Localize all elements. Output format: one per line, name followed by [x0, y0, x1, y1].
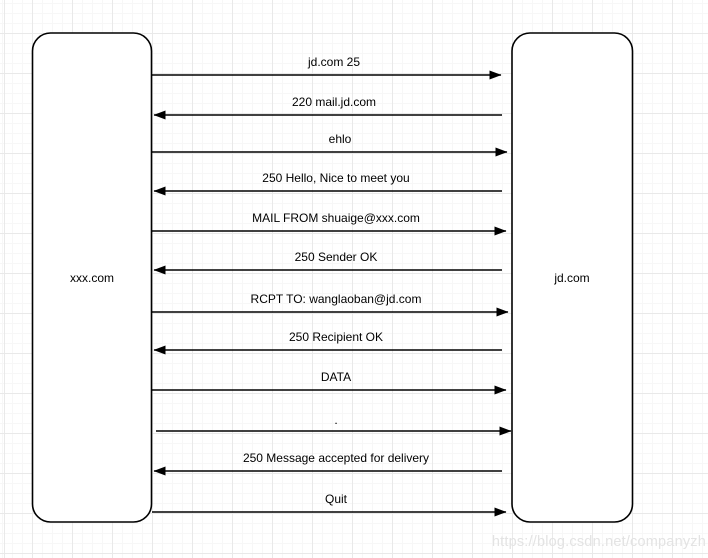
- message-3: ehlo: [152, 132, 508, 157]
- actor-label-xxx-com: xxx.com: [70, 271, 114, 285]
- message-5: MAIL FROM shuaige@xxx.com: [152, 211, 507, 236]
- message-label: MAIL FROM shuaige@xxx.com: [252, 211, 420, 225]
- message-8: 250 Recipient OK: [153, 330, 502, 355]
- message-label: 250 Hello, Nice to meet you: [262, 171, 409, 185]
- message-10: .: [156, 413, 512, 436]
- message-label: 250 Recipient OK: [289, 330, 383, 344]
- message-4: 250 Hello, Nice to meet you: [153, 171, 502, 196]
- message-label: 250 Sender OK: [295, 250, 378, 264]
- message-label: 250 Message accepted for delivery: [243, 451, 429, 465]
- message-label: RCPT TO: wanglaoban@jd.com: [251, 292, 422, 306]
- message-11: 250 Message accepted for delivery: [153, 451, 502, 476]
- actor-xxx-com: xxx.com: [31, 32, 153, 523]
- actor-box-jd-com: [511, 32, 634, 523]
- message-label: 220 mail.jd.com: [292, 95, 376, 109]
- message-7: RCPT TO: wanglaoban@jd.com: [152, 292, 509, 317]
- message-9: DATA: [152, 370, 507, 395]
- actor-label-jd-com: jd.com: [553, 271, 589, 285]
- message-label: DATA: [321, 370, 351, 384]
- actor-box-xxx-com: [31, 32, 153, 523]
- watermark: https://blog.csdn.net/companyzh: [491, 534, 706, 550]
- message-label: Quit: [325, 492, 348, 506]
- actor-jd-com: jd.com: [511, 32, 634, 523]
- message-6: 250 Sender OK: [153, 250, 502, 275]
- message-label: .: [334, 413, 337, 427]
- message-label: ehlo: [329, 132, 352, 146]
- message-label: jd.com 25: [307, 55, 360, 69]
- message-2: 220 mail.jd.com: [153, 95, 502, 120]
- message-1: jd.com 25: [152, 55, 502, 80]
- message-12: Quit: [152, 492, 507, 517]
